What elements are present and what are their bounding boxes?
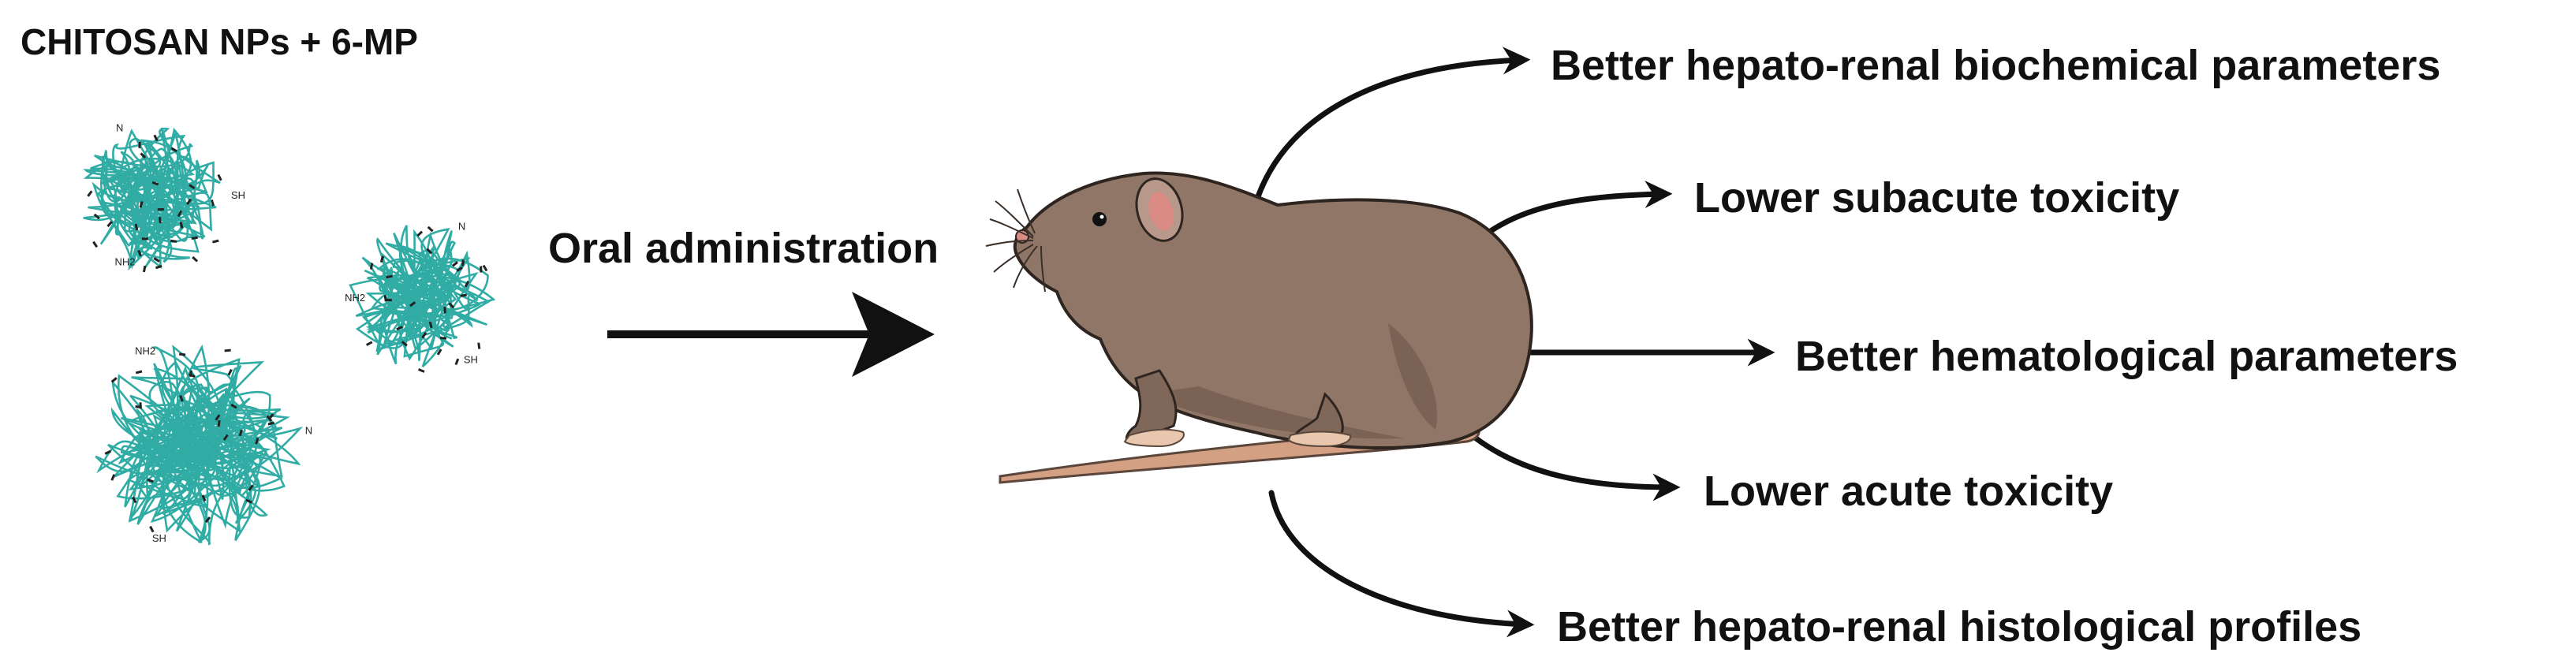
outcome-arrow-5-icon [1268, 490, 1535, 638]
route-label: Oral administration [548, 225, 939, 272]
nanoparticle-surface-label: N [116, 122, 123, 134]
nanoparticle-surface-label: NH2 [135, 345, 155, 357]
rat-illustration [985, 171, 1533, 484]
rat-body [1013, 171, 1533, 449]
nanoparticle-surface-label: NH2 [115, 256, 136, 268]
outcome-arrow-2-icon [1480, 180, 1673, 240]
diagram-title: CHITOSAN NPs + 6-MP [21, 21, 418, 62]
nanoparticle-surface-label: SH [464, 354, 478, 366]
rat-eye [1092, 212, 1107, 226]
nanoparticle-surface-label: NH2 [345, 292, 365, 304]
rat-back-foot [1287, 431, 1352, 448]
nanoparticle-surface-label: SH [231, 189, 245, 201]
outcome-arrow-1-icon [1253, 47, 1531, 207]
chitosan-nanoparticle-icon: SH NH2 N [345, 220, 496, 373]
outcome-label-5: Better hepato-renal histological profile… [1557, 603, 2362, 650]
outcome-arrow-4-icon [1472, 434, 1681, 501]
chitosan-nanoparticle-icon: SH NH2 N [83, 122, 245, 273]
outcome-label-4: Lower acute toxicity [1704, 468, 2114, 515]
nanoparticle-surface-label: N [458, 220, 465, 232]
nanoparticle-surface-label: SH [152, 532, 166, 544]
outcome-label-3: Better hematological parameters [1795, 333, 2458, 380]
outcome-label-1: Better hepato-renal biochemical paramete… [1551, 42, 2441, 89]
rat-whiskers [985, 188, 1046, 293]
rat-front-foot [1123, 428, 1185, 448]
administration-arrow-icon [607, 292, 935, 377]
outcome-label-2: Lower subacute toxicity [1694, 174, 2180, 222]
outcome-arrows [1253, 47, 1775, 638]
nanoparticle-surface-label: N [305, 425, 312, 437]
